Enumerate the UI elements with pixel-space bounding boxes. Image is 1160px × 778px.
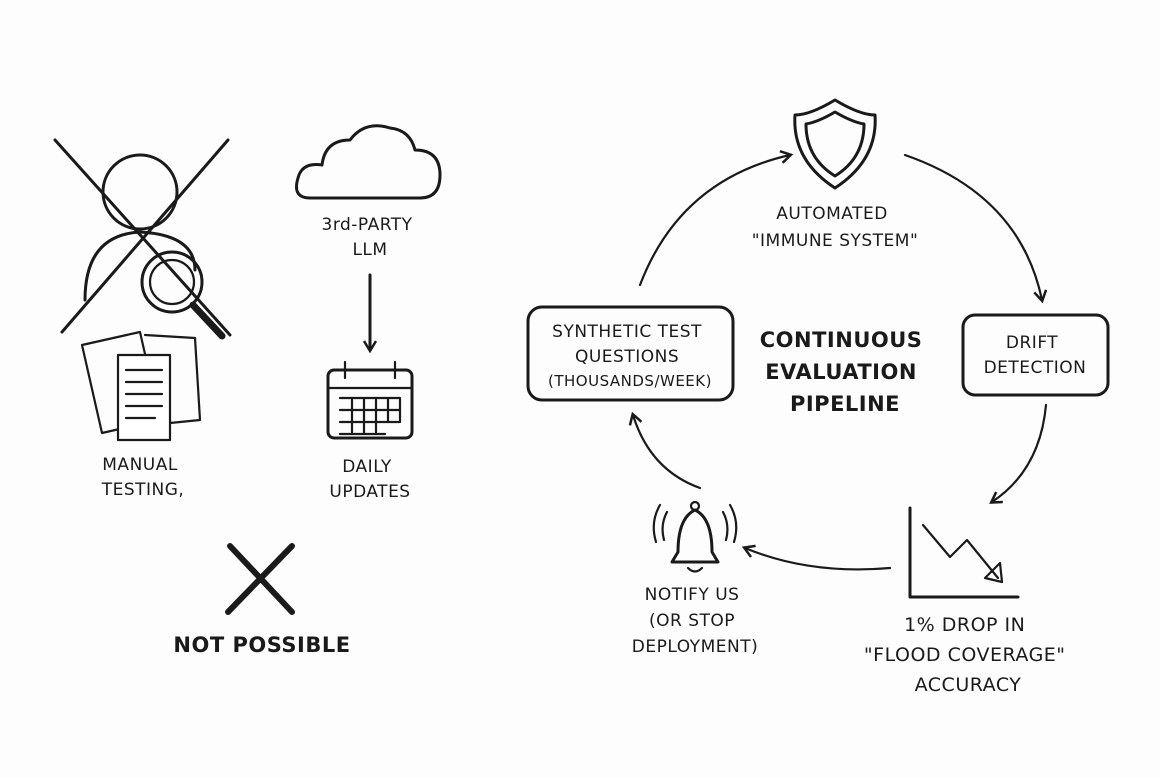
x-mark-icon bbox=[225, 543, 295, 615]
drift-detection-box bbox=[961, 313, 1110, 397]
bell-icon bbox=[652, 500, 738, 573]
notify-label: NOTIFY US (OR STOP DEPLOYMENT) bbox=[632, 585, 758, 657]
daily-updates-label: DAILY UPDATES bbox=[329, 457, 410, 502]
shield-icon bbox=[793, 98, 877, 190]
not-possible-label: NOT POSSIBLE bbox=[173, 633, 350, 657]
declining-chart-icon bbox=[908, 506, 1020, 599]
pipeline-title: CONTINUOUS EVALUATION PIPELINE bbox=[760, 328, 930, 416]
accuracy-drop-label: 1% DROP IN "FLOOD COVERAGE" ACCURACY bbox=[864, 614, 1072, 696]
third-party-llm-label: 3rd-PARTY LLM bbox=[322, 215, 419, 260]
arrow-drop-to-notify bbox=[745, 548, 892, 571]
synthetic-questions-label: SYNTHETIC TEST QUESTIONS (THOUSANDS/WEEK… bbox=[548, 322, 712, 390]
documents-icon bbox=[80, 330, 202, 442]
crossed-person-with-magnifier-icon bbox=[53, 138, 232, 340]
drift-detection-label: DRIFT DETECTION bbox=[984, 333, 1087, 378]
calendar-icon bbox=[326, 360, 414, 440]
arrow-drift-to-drop bbox=[992, 403, 1048, 502]
arrow-synthetic-to-immune bbox=[638, 155, 790, 287]
cloud-icon bbox=[295, 124, 442, 200]
arrow-notify-to-synthetic bbox=[633, 415, 702, 490]
arrow-immune-to-drift bbox=[903, 153, 1042, 300]
manual-testing-label: MANUAL TESTING, bbox=[101, 455, 185, 500]
synthetic-questions-box bbox=[526, 305, 735, 402]
immune-system-label: AUTOMATED "IMMUNE SYSTEM" bbox=[752, 204, 919, 251]
